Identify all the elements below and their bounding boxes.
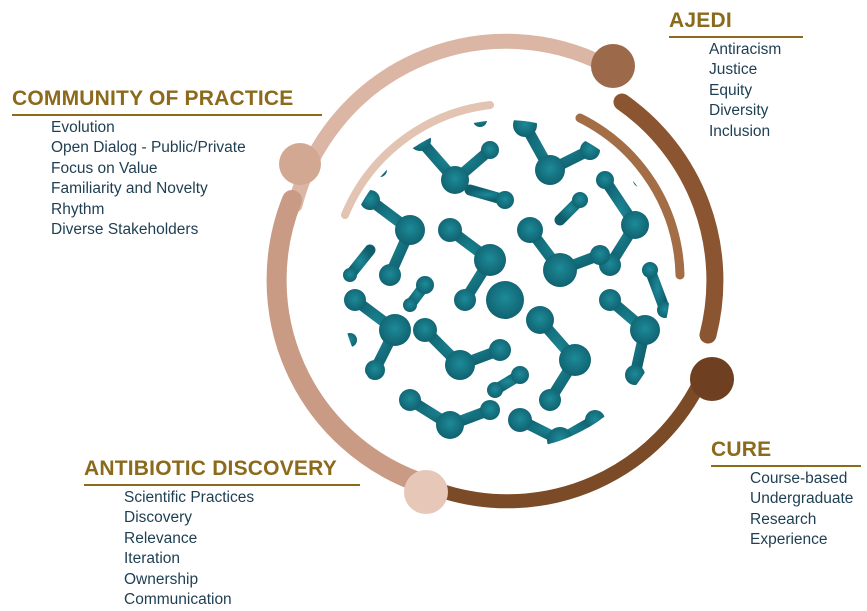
ring-arc-upper-right [613,93,724,344]
list-item: Open Dialog - Public/Private [51,139,246,156]
title-underline [84,484,360,486]
list-item: Relevance [124,529,198,547]
ring-inner-arc-right [575,113,685,280]
title-underline [711,465,861,467]
list-item: Diversity [709,102,769,119]
ring-arc-lower-left [266,190,428,492]
ring-inner-arc-left [341,101,494,219]
cure-section: CURE Course-based Undergraduate Research… [711,437,861,551]
community-of-practice-title: COMMUNITY OF PRACTICE [12,87,294,110]
ajedi-title: AJEDI [669,9,732,32]
list-item: Evolution [51,118,115,136]
list-item: Research [750,510,817,528]
cure-list: Course-based Undergraduate Research Expe… [750,469,861,551]
ring-arc-lower-right [438,371,709,509]
list-item: Familiarity and Novelty [51,180,208,197]
ajedi-section: AJEDI Antiracism Justice Equity Diversit… [669,8,803,142]
cure-title: CURE [711,438,772,461]
list-item: Discovery [124,509,193,526]
antibiotic-discovery-title: ANTIBIOTIC DISCOVERY [84,457,337,480]
list-item: Antiracism [709,40,782,58]
list-item: Equity [709,81,753,99]
community-of-practice-list: Evolution Open Dialog - Public/Private F… [51,118,322,241]
list-item: Experience [750,531,828,548]
title-underline [12,114,322,116]
list-item: Inclusion [709,122,771,140]
list-item: Diverse Stakeholders [51,221,199,238]
antibiotic-discovery-section: ANTIBIOTIC DISCOVERY Scientific Practice… [84,456,360,611]
ajedi-list: Antiracism Justice Equity Diversity Incl… [709,40,803,143]
head-circle [690,357,734,401]
title-underline [669,36,803,38]
list-item: Rhythm [51,200,105,218]
community-emblem [266,33,734,514]
head-circle [279,143,321,185]
list-item: Scientific Practices [124,488,255,506]
community-of-practice-section: COMMUNITY OF PRACTICE Evolution Open Dia… [12,86,322,241]
head-circle [404,470,448,514]
list-item: Ownership [124,570,199,588]
list-item: Course-based [750,469,848,487]
list-item: Undergraduate [750,490,854,507]
list-item: Iteration [124,550,181,567]
list-item: Focus on Value [51,159,158,177]
head-circle [591,44,635,88]
list-item: Communication [124,591,232,608]
list-item: Justice [709,61,758,78]
